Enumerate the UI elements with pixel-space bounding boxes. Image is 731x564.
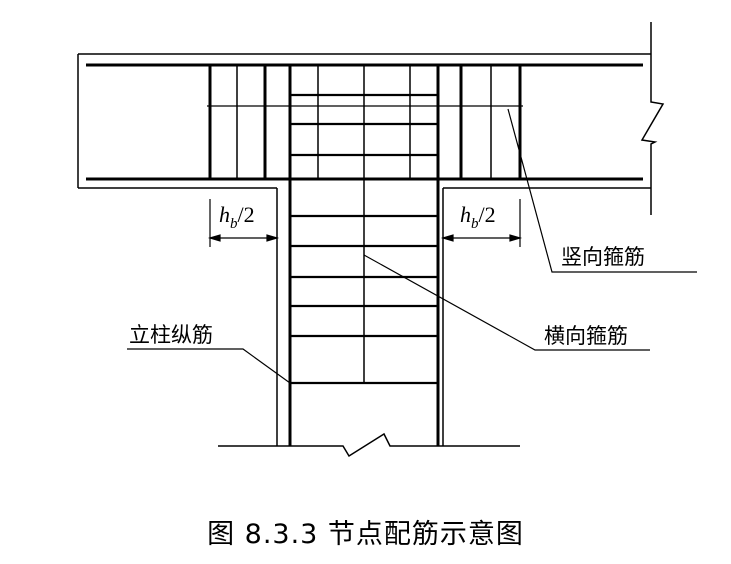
label-horizontal-stirrup: 横向箍筋	[544, 324, 628, 348]
label-column-longitudinal-bar: 立柱纵筋	[129, 323, 213, 347]
right-dimension-label: hb/2	[460, 202, 496, 232]
left-dimension-label: hb/2	[219, 202, 255, 232]
column-outline	[276, 188, 444, 446]
bottom-break-line	[218, 432, 520, 458]
label-vertical-stirrup: 竖向箍筋	[561, 245, 645, 269]
beam-outline	[77, 22, 665, 215]
right-dimension	[440, 199, 523, 247]
leader-lines	[127, 108, 697, 384]
column-horizontal-stirrups	[290, 214, 438, 385]
vertical-stirrups	[207, 65, 523, 179]
left-dimension	[207, 199, 280, 247]
figure-caption: 图 8.3.3 节点配筋示意图	[207, 519, 524, 550]
joint-horizontal-stirrups	[290, 93, 438, 157]
